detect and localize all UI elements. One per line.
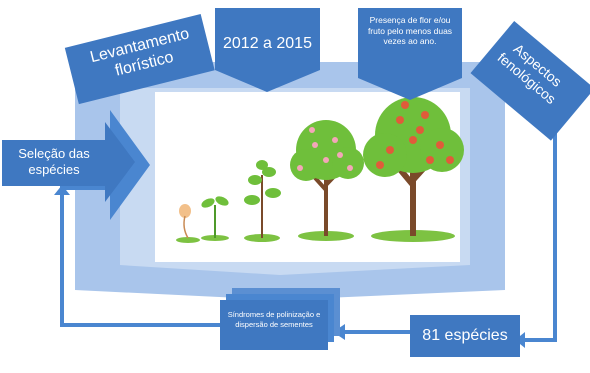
label-periodo: 2012 a 2015: [223, 35, 312, 52]
label-especies: 81 espécies: [422, 327, 508, 344]
sapling-icon: [244, 160, 281, 238]
box-levantamento: [64, 13, 215, 105]
box-periodo: [215, 8, 320, 92]
arrowhead-to-selecao-icon: [54, 185, 70, 195]
connector-lines: [60, 120, 557, 342]
label-presenca: Presença de flor e/ou fruto pelo menos d…: [367, 15, 453, 46]
box-presenca: [358, 8, 462, 100]
label-sindromes: Síndromes de polinização e dispersão de …: [227, 310, 321, 329]
box-sindromes: [220, 288, 340, 350]
seed-icon: [179, 204, 191, 239]
box-especies: [410, 315, 520, 357]
flowering-tree-icon: [290, 120, 364, 236]
box-selecao: [2, 122, 135, 202]
box-aspectos: [470, 21, 590, 141]
tree-growth-illustration: [155, 92, 464, 262]
fruiting-tree-icon: [363, 97, 464, 236]
sprout-icon: [201, 196, 229, 238]
label-selecao: Seleção das espécies: [18, 146, 90, 177]
